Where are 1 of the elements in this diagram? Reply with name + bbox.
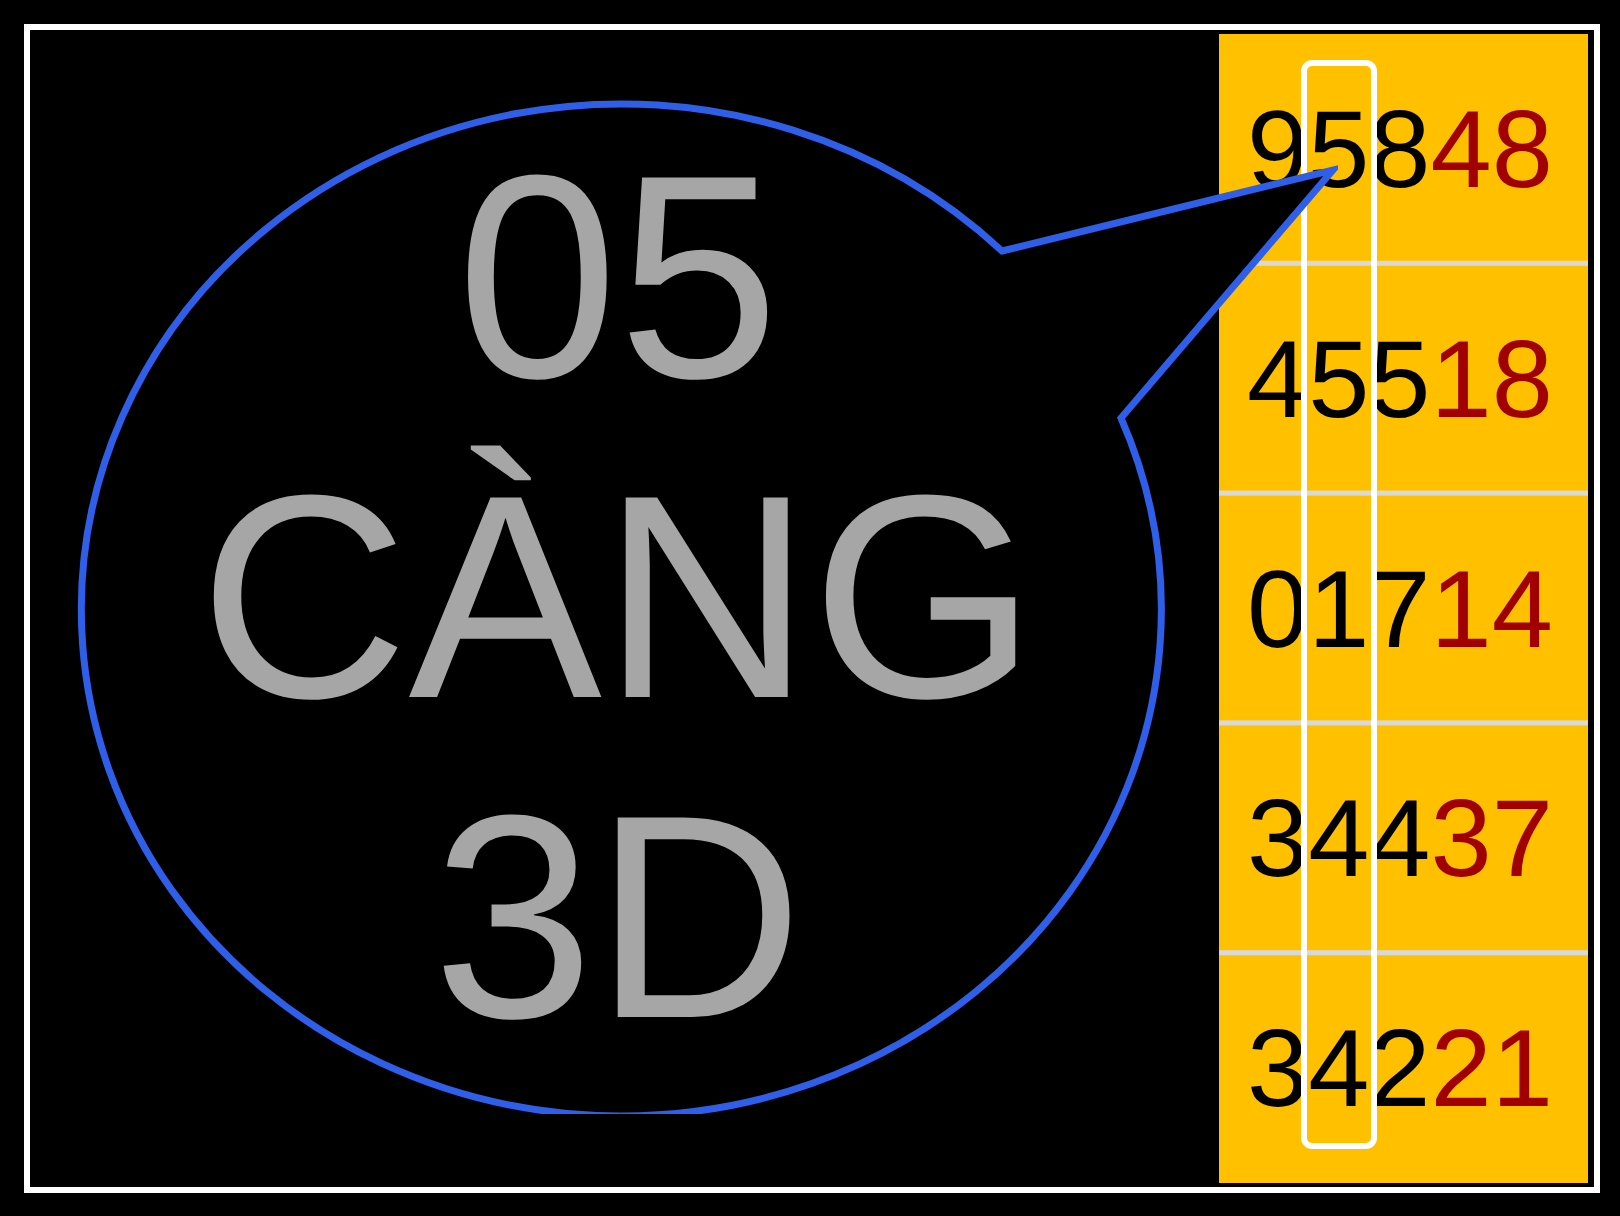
bubble-text: 05 CÀNG 3D <box>198 116 1038 1076</box>
